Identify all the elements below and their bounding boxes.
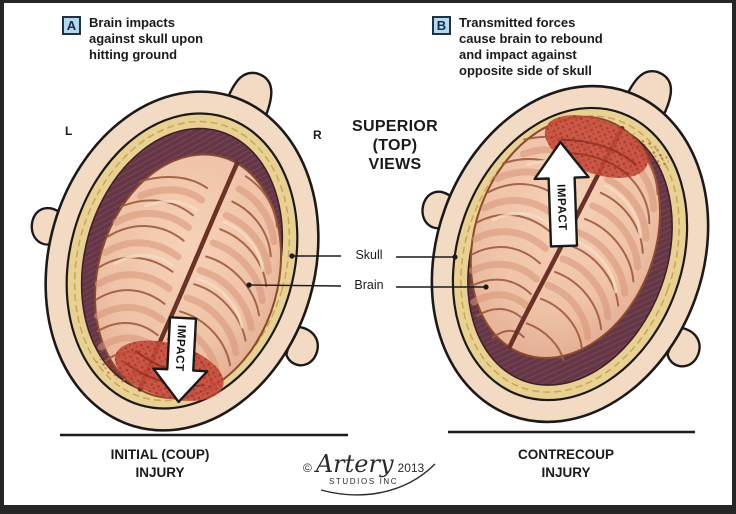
head-a-superior-view	[0, 23, 388, 471]
credit-block: © Artery 2013 STUDIOS INC	[303, 452, 483, 500]
impact-arrow-up: IMPACT	[533, 140, 590, 248]
footer-b: CONTRECOUP INJURY	[517, 447, 614, 480]
side-label-left: L	[65, 124, 73, 138]
footer-a: INITIAL (COUP) INJURY	[110, 447, 210, 480]
brain-leader-lines	[246, 282, 489, 290]
caption-a-text: Brain impacts against skull upon hitting…	[89, 15, 204, 62]
impact-arrow-down: IMPACT	[152, 316, 209, 404]
impact-label-b: IMPACT	[554, 184, 568, 231]
credit-swoosh	[320, 463, 436, 496]
studio-subname: STUDIOS INC	[329, 477, 399, 486]
side-label-right: R	[313, 128, 322, 142]
center-title: SUPERIOR (TOP) VIEWS	[352, 118, 438, 174]
skull-leader-lines	[289, 253, 458, 260]
impact-label-a: IMPACT	[173, 325, 187, 372]
caption-b-text: Transmitted forces cause brain to reboun…	[459, 15, 603, 78]
panel-a-badge: A	[62, 16, 81, 35]
copyright-symbol: ©	[303, 461, 312, 475]
caption-a: A Brain impacts against skull upon hitti…	[62, 15, 203, 63]
caption-b: B Transmitted forces cause brain to rebo…	[432, 15, 603, 78]
skull-label: Skull	[355, 248, 383, 262]
brain-label: Brain	[354, 278, 384, 292]
studio-name: Artery	[315, 450, 394, 478]
credit-year: 2013	[397, 461, 425, 475]
panel-b-badge: B	[432, 16, 451, 35]
